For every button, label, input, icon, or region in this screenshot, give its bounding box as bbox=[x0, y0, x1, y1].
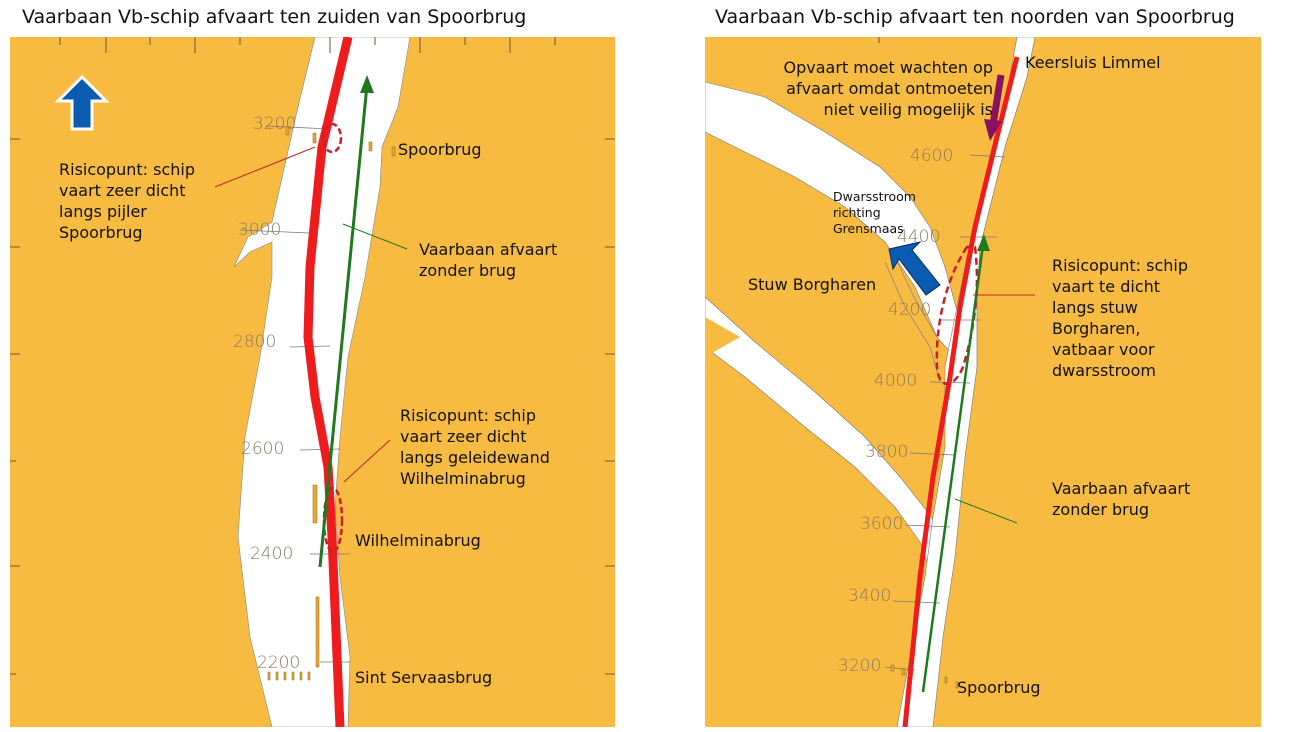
risk-line: Risicopunt: schip bbox=[1052, 256, 1188, 275]
label-wilhelminabrug: Wilhelminabrug bbox=[355, 531, 481, 550]
wait-line: Opvaart moet wachten op bbox=[783, 58, 993, 77]
ship-track-right bbox=[902, 56, 1020, 727]
leader-route bbox=[342, 223, 408, 250]
right-map-title: Vaarbaan Vb-schip afvaart ten noorden va… bbox=[715, 6, 1235, 28]
purple-arrow-down-icon bbox=[984, 119, 1002, 141]
km-4000: 4000 bbox=[874, 371, 918, 391]
km-3000: 3000 bbox=[238, 220, 282, 240]
risk-line: langs stuw bbox=[1052, 298, 1138, 317]
right-map: 4600 4400 4200 4000 3800 3600 3400 3200 … bbox=[705, 37, 1261, 727]
ship-track bbox=[303, 37, 353, 727]
km-3200: 3200 bbox=[838, 656, 882, 676]
current-line: Dwarsstroom bbox=[833, 189, 916, 204]
risk1-line: Spoorbrug bbox=[59, 223, 143, 242]
wait-line: niet veilig mogelijk is bbox=[823, 100, 993, 119]
route-arrowhead-icon bbox=[977, 234, 990, 251]
left-map: 3200 3000 2800 2600 2400 2200 Spoorbrug … bbox=[10, 37, 615, 727]
risk1-line: langs pijler bbox=[59, 202, 147, 221]
leader-risk2 bbox=[343, 439, 391, 483]
route-line-text: Vaarbaan afvaart bbox=[419, 240, 558, 259]
km-4200: 4200 bbox=[888, 300, 932, 320]
risk2-line: vaart zeer dicht bbox=[400, 427, 527, 446]
route-arrowhead-icon bbox=[360, 75, 374, 93]
left-map-graphics bbox=[10, 37, 615, 727]
risk1-line: vaart zeer dicht bbox=[59, 181, 186, 200]
label-wait: Opvaart moet wachten op afvaart omdat on… bbox=[775, 57, 993, 120]
risk-circle-spoorbrug bbox=[321, 122, 343, 154]
wait-line: afvaart omdat ontmoeten bbox=[786, 79, 993, 98]
route-line bbox=[318, 84, 369, 568]
route-line-text: Vaarbaan afvaart bbox=[1052, 479, 1191, 498]
route-line-text: zonder brug bbox=[419, 261, 517, 280]
km-2600: 2600 bbox=[241, 439, 285, 459]
label-risk-spoorbrug: Risicopunt: schip vaart zeer dicht langs… bbox=[59, 159, 195, 243]
blue-arrow-up-icon bbox=[54, 74, 110, 131]
km-3800: 3800 bbox=[865, 442, 909, 462]
current-line: richting bbox=[833, 205, 881, 220]
label-stuw-borgharen: Stuw Borgharen bbox=[748, 275, 877, 294]
leader-risk1 bbox=[214, 146, 316, 188]
risk2-line: langs geleidewand bbox=[400, 448, 550, 467]
left-map-title: Vaarbaan Vb-schip afvaart ten zuiden van… bbox=[22, 6, 527, 28]
label-risk-borgharen: Risicopunt: schip vaart te dicht langs s… bbox=[1052, 255, 1188, 381]
km-2200: 2200 bbox=[257, 653, 301, 673]
label-spoorbrug-right: Spoorbrug bbox=[957, 678, 1041, 697]
risk1-line: Risicopunt: schip bbox=[59, 160, 195, 179]
label-keersluis-limmel: Keersluis Limmel bbox=[1025, 53, 1161, 72]
risk2-line: Risicopunt: schip bbox=[400, 406, 536, 425]
risk-line: Borgharen, bbox=[1052, 319, 1141, 338]
km-3200: 3200 bbox=[253, 114, 297, 134]
km-2400: 2400 bbox=[250, 544, 294, 564]
km-4600: 4600 bbox=[910, 146, 954, 166]
risk-line: dwarsstroom bbox=[1052, 361, 1156, 380]
current-line: Grensmaas bbox=[833, 221, 904, 236]
wait-arrow-shaft bbox=[989, 74, 1005, 126]
km-3600: 3600 bbox=[860, 514, 904, 534]
km-3400: 3400 bbox=[848, 586, 892, 606]
label-risk-wilhelminabrug: Risicopunt: schip vaart zeer dicht langs… bbox=[400, 405, 550, 489]
blue-arrow-northwest-icon bbox=[888, 241, 941, 296]
leader-route bbox=[954, 498, 1018, 524]
right-map-graphics bbox=[705, 37, 1036, 727]
risk-circle-wilhelminabrug bbox=[322, 486, 344, 554]
route-line-text: zonder brug bbox=[1052, 500, 1150, 519]
label-route: Vaarbaan afvaart zonder brug bbox=[419, 239, 557, 281]
risk2-line: Wilhelminabrug bbox=[400, 469, 526, 488]
route-line-right bbox=[921, 244, 985, 693]
label-dwarsstroom: Dwarsstroom richting Grensmaas bbox=[833, 189, 916, 237]
risk-line: vaart te dicht bbox=[1052, 277, 1161, 296]
label-route-right: Vaarbaan afvaart zonder brug bbox=[1052, 478, 1190, 520]
label-spoorbrug: Spoorbrug bbox=[398, 140, 482, 159]
km-4400: 4400 bbox=[897, 227, 941, 247]
risk-line: vatbaar voor bbox=[1052, 340, 1155, 359]
km-2800: 2800 bbox=[233, 332, 277, 352]
label-sint-servaasbrug: Sint Servaasbrug bbox=[355, 668, 493, 687]
